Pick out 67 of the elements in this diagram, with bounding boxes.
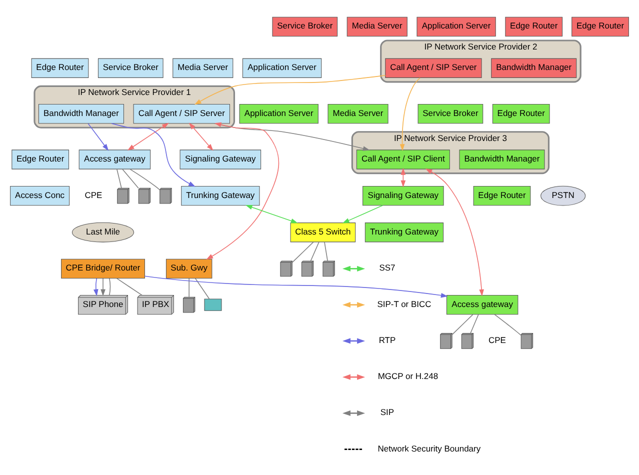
arrow	[214, 122, 370, 150]
node-box: Bandwidth Manager	[459, 149, 545, 169]
arrow	[100, 278, 106, 296]
node-box: Edge Router	[505, 16, 563, 36]
legend-label: MGCP or H.248	[378, 370, 438, 381]
arrow	[400, 76, 420, 151]
legend-label: SIP-T or BICC	[377, 298, 432, 308]
node-box: Signaling Gateway	[362, 186, 444, 206]
node-box: Signaling Gateway	[180, 149, 262, 169]
node-box: Bandwidth Manager	[491, 58, 577, 78]
node-box: Edge Router	[473, 186, 531, 206]
node-box: Call Agent / SIP Client	[356, 149, 450, 169]
arrow	[206, 122, 280, 260]
node-box: Call Agent / SIP Server	[385, 58, 482, 78]
node-box: Edge Router	[492, 103, 550, 124]
connector	[122, 168, 139, 188]
node-box: Access gateway	[446, 294, 518, 314]
node-box: Media Server	[328, 103, 388, 124]
connector	[109, 278, 111, 295]
node-box: Edge Router	[12, 149, 70, 169]
node-computer	[204, 298, 222, 310]
arrow	[425, 168, 484, 296]
node-box: Edge Router	[31, 58, 89, 78]
arrow	[194, 74, 386, 104]
node-box: Media Server	[346, 16, 408, 36]
node-box: Edge Router	[572, 16, 629, 36]
node-box: Sub. Gwy	[166, 258, 212, 278]
node-ellipse: Last Mile	[72, 222, 134, 242]
node-box: Access Conc	[10, 186, 70, 206]
node-box: Trunking Gateway	[364, 222, 444, 242]
arrow	[88, 122, 109, 150]
arrow	[127, 122, 169, 150]
label: CPE	[488, 334, 506, 344]
connector	[194, 278, 210, 299]
legend-label: RTP	[378, 334, 396, 344]
arrow	[111, 122, 196, 186]
node-ellipse: PSTN	[540, 185, 586, 206]
connector	[116, 277, 142, 296]
connector	[292, 241, 314, 262]
arrow	[188, 122, 214, 150]
connector	[116, 168, 122, 188]
node-box: Bandwidth Manager	[38, 103, 124, 124]
node-box: Class 5 Switch	[290, 222, 356, 242]
connector	[310, 241, 320, 261]
node-box: CPE Bridge/ Router	[61, 258, 145, 278]
node-box: Call Agent / SIP Server	[133, 103, 230, 124]
label: CPE	[84, 189, 102, 200]
node-box: Application Server	[242, 58, 322, 78]
connector	[324, 241, 328, 261]
node-box: Media Server	[172, 58, 234, 78]
node-box: Service Broker	[272, 16, 338, 36]
legend-label: SIP	[380, 406, 394, 417]
arrow	[94, 278, 98, 296]
connector	[470, 314, 479, 333]
node-box: Application Server	[416, 16, 496, 36]
arrow	[342, 204, 384, 223]
connector	[494, 314, 522, 336]
legend-label: SS7	[379, 262, 396, 272]
node-box: Trunking Gateway	[181, 186, 260, 206]
connector	[188, 278, 190, 297]
arrow	[245, 204, 298, 223]
connector	[130, 168, 160, 190]
node-box: Service Broker	[418, 103, 484, 124]
legend-label: Network Security Boundary	[378, 442, 481, 453]
node-box: Application Server	[239, 103, 318, 124]
node-box: Access gateway	[78, 149, 151, 169]
node-box: Service Broker	[98, 58, 164, 78]
